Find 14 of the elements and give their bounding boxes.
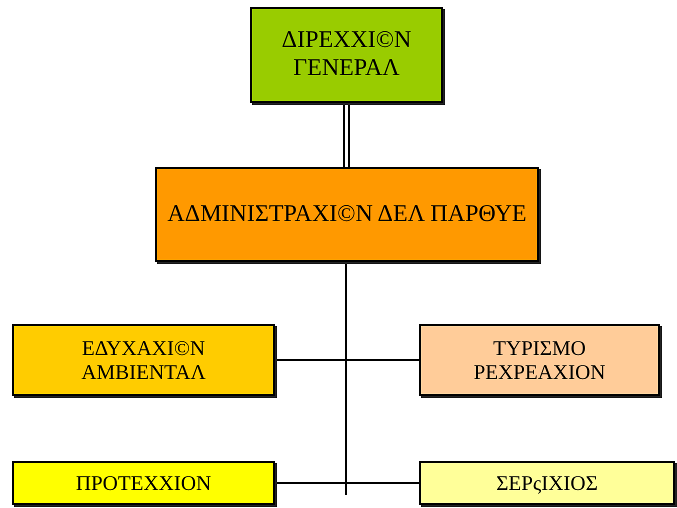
org-box bbox=[250, 7, 443, 103]
box-label: ΤΥΡΙΣΜΟ ΡΕΧΡΕΑΧΙΟΝ bbox=[472, 336, 606, 384]
org-box bbox=[419, 461, 675, 505]
org-box bbox=[12, 461, 275, 505]
org-box bbox=[12, 324, 275, 396]
org-box bbox=[419, 324, 660, 396]
box-label: ΕΔΥΧΑΧΙ©Ν ΑΜΒΙΕΝΤΑΛ bbox=[80, 336, 207, 384]
box-label: ΣΕΡςΙΧΙΟΣ bbox=[496, 470, 598, 496]
double-connector bbox=[343, 103, 350, 167]
org-box bbox=[155, 167, 539, 262]
box-label: ΔΙΡΕΧΧΙ©Ν ΓΕΝΕΡΑΛ bbox=[280, 27, 412, 83]
box-label: ΑΔΜΙΝΙΣΤΡΑΧΙ©Ν ΔΕΛ ΠΑΡΘΥΕ bbox=[167, 200, 527, 228]
connector bbox=[345, 262, 419, 484]
box-label: ΠΡΟΤΕΧΧΙΟΝ bbox=[76, 470, 212, 496]
